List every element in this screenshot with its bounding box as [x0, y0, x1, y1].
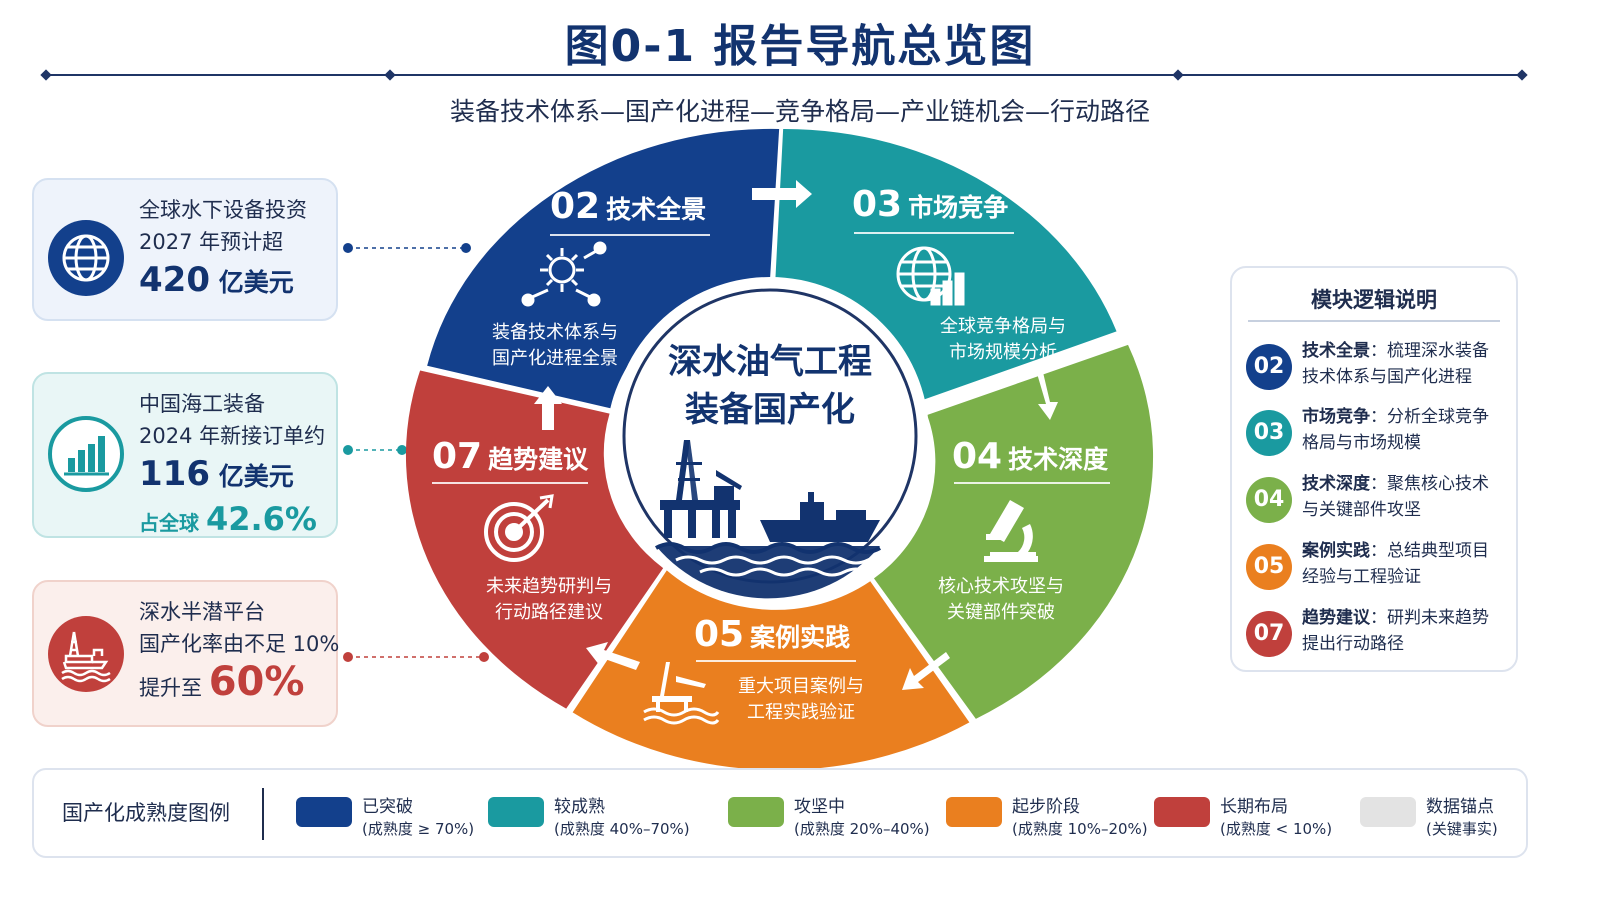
stat-label: 国产化率由不足 10%: [139, 632, 340, 656]
stat-card-orders: 中国海工装备 2024 年新接订单约 116 亿美元 占全球 42.6%: [32, 372, 338, 538]
segment-03-desc: 全球竞争格局与市场规模分析: [940, 316, 1066, 363]
offshore-platform-icon: [643, 662, 720, 725]
panel-item-text: 技术全景：梳理深水装备技术体系与国产化进程: [1302, 341, 1489, 387]
segment-02-underline: [550, 234, 710, 236]
gear-network-icon: [521, 241, 607, 307]
bar-chart-icon: [48, 416, 124, 492]
stat-value: 420 亿美元: [139, 260, 294, 300]
stat-value: 提升至 60%: [139, 659, 305, 705]
panel-item-text: 趋势建议：研判未来趋势提出行动路径: [1302, 608, 1489, 654]
stat-label: 深水半潜平台: [139, 600, 265, 624]
stat-share: 占全球 42.6%: [139, 500, 317, 538]
segment-04-underline: [954, 482, 1110, 484]
segment-02-desc: 装备技术体系与国产化进程全景: [492, 322, 618, 369]
panel-title: 模块逻辑说明: [1311, 288, 1437, 312]
panel-item-text: 技术深度：聚焦核心技术与关键部件攻坚: [1302, 474, 1489, 520]
microscope-icon: [984, 500, 1038, 562]
segment-05-shape: [572, 570, 970, 771]
legend-swatch: [296, 797, 352, 827]
panel-item: 02 技术全景：梳理深水装备技术体系与国产化进程: [1246, 338, 1510, 398]
legend-title: 国产化成熟度图例: [62, 801, 230, 825]
segment-03-shape: [774, 129, 1117, 403]
arrow-icon: [752, 180, 812, 208]
segment-02-shape: [427, 128, 780, 409]
panel-item-text: 案例实践：总结典型项目经验与工程验证: [1302, 541, 1489, 587]
legend-swatch: [1154, 797, 1210, 827]
panel-item: 07 趋势建议：研判未来趋势提出行动路径: [1246, 605, 1510, 665]
stat-label: 2027 年预计超: [139, 230, 284, 254]
legend-swatch: [946, 797, 1002, 827]
panel-item-number: 03: [1246, 410, 1292, 456]
target-icon: [484, 494, 554, 562]
stat-label: 全球水下设备投资: [139, 198, 307, 222]
panel-item-number: 02: [1246, 344, 1292, 390]
segment-07-shape: [405, 370, 664, 709]
panel-item-number: 04: [1246, 477, 1292, 523]
segment-03-underline: [854, 232, 1014, 234]
stat-label: 2024 年新接订单约: [139, 424, 326, 448]
legend-swatch: [728, 797, 784, 827]
segment-07-underline: [432, 482, 588, 484]
arrow-icon: [902, 652, 950, 690]
oil-rig-icon: [48, 616, 124, 692]
stat-value: 116 亿美元: [139, 454, 294, 494]
segment-05-underline: [696, 660, 856, 662]
stat-card-investment: 全球水下设备投资 2027 年预计超 420 亿美元: [32, 178, 338, 321]
arrow-icon: [1036, 368, 1058, 420]
stat-card-localization: 深水半潜平台 国产化率由不足 10% 提升至 60%: [32, 580, 340, 727]
maturity-legend: 国产化成熟度图例 已突破 (成熟度 ≥ 70%) 较成熟 (成熟度 40%–70…: [32, 768, 1528, 858]
page-title: 图0-1 报告导航总览图: [564, 21, 1036, 72]
segment-07-desc: 未来趋势研判与行动路径建议: [486, 576, 612, 623]
legend-divider: [262, 788, 264, 840]
center-title: 深水油气工程装备国产化: [668, 342, 872, 430]
arrow-icon: [534, 386, 562, 430]
legend-swatch: [488, 797, 544, 827]
panel-item-number: 05: [1246, 544, 1292, 590]
panel-item: 03 市场竞争：分析全球竞争格局与市场规模: [1246, 404, 1510, 464]
segment-04-desc: 核心技术攻坚与关键部件突破: [938, 576, 1064, 623]
globe-chart-icon: [896, 246, 965, 306]
segment-04-shape: [873, 344, 1154, 719]
panel-divider: [1248, 320, 1500, 322]
segment-05-desc: 重大项目案例与工程实践验证: [738, 676, 864, 723]
panel-item-text: 市场竞争：分析全球竞争格局与市场规模: [1302, 407, 1489, 453]
module-logic-panel: 模块逻辑说明 02 技术全景：梳理深水装备技术体系与国产化进程 03 市场竞争：…: [1230, 266, 1518, 672]
globe-icon: [48, 220, 124, 296]
arrow-icon: [586, 642, 640, 670]
flow-arrows: [534, 180, 1058, 690]
stat-label: 中国海工装备: [139, 392, 265, 416]
page-subtitle: 装备技术体系—国产化进程—竞争格局—产业链机会—行动路径: [449, 97, 1150, 126]
panel-item: 04 技术深度：聚焦核心技术与关键部件攻坚: [1246, 471, 1510, 531]
title-divider: [40, 69, 1528, 81]
panel-item-number: 07: [1246, 611, 1292, 657]
panel-item: 05 案例实践：总结典型项目经验与工程验证: [1246, 538, 1510, 598]
legend-swatch: [1360, 797, 1416, 827]
